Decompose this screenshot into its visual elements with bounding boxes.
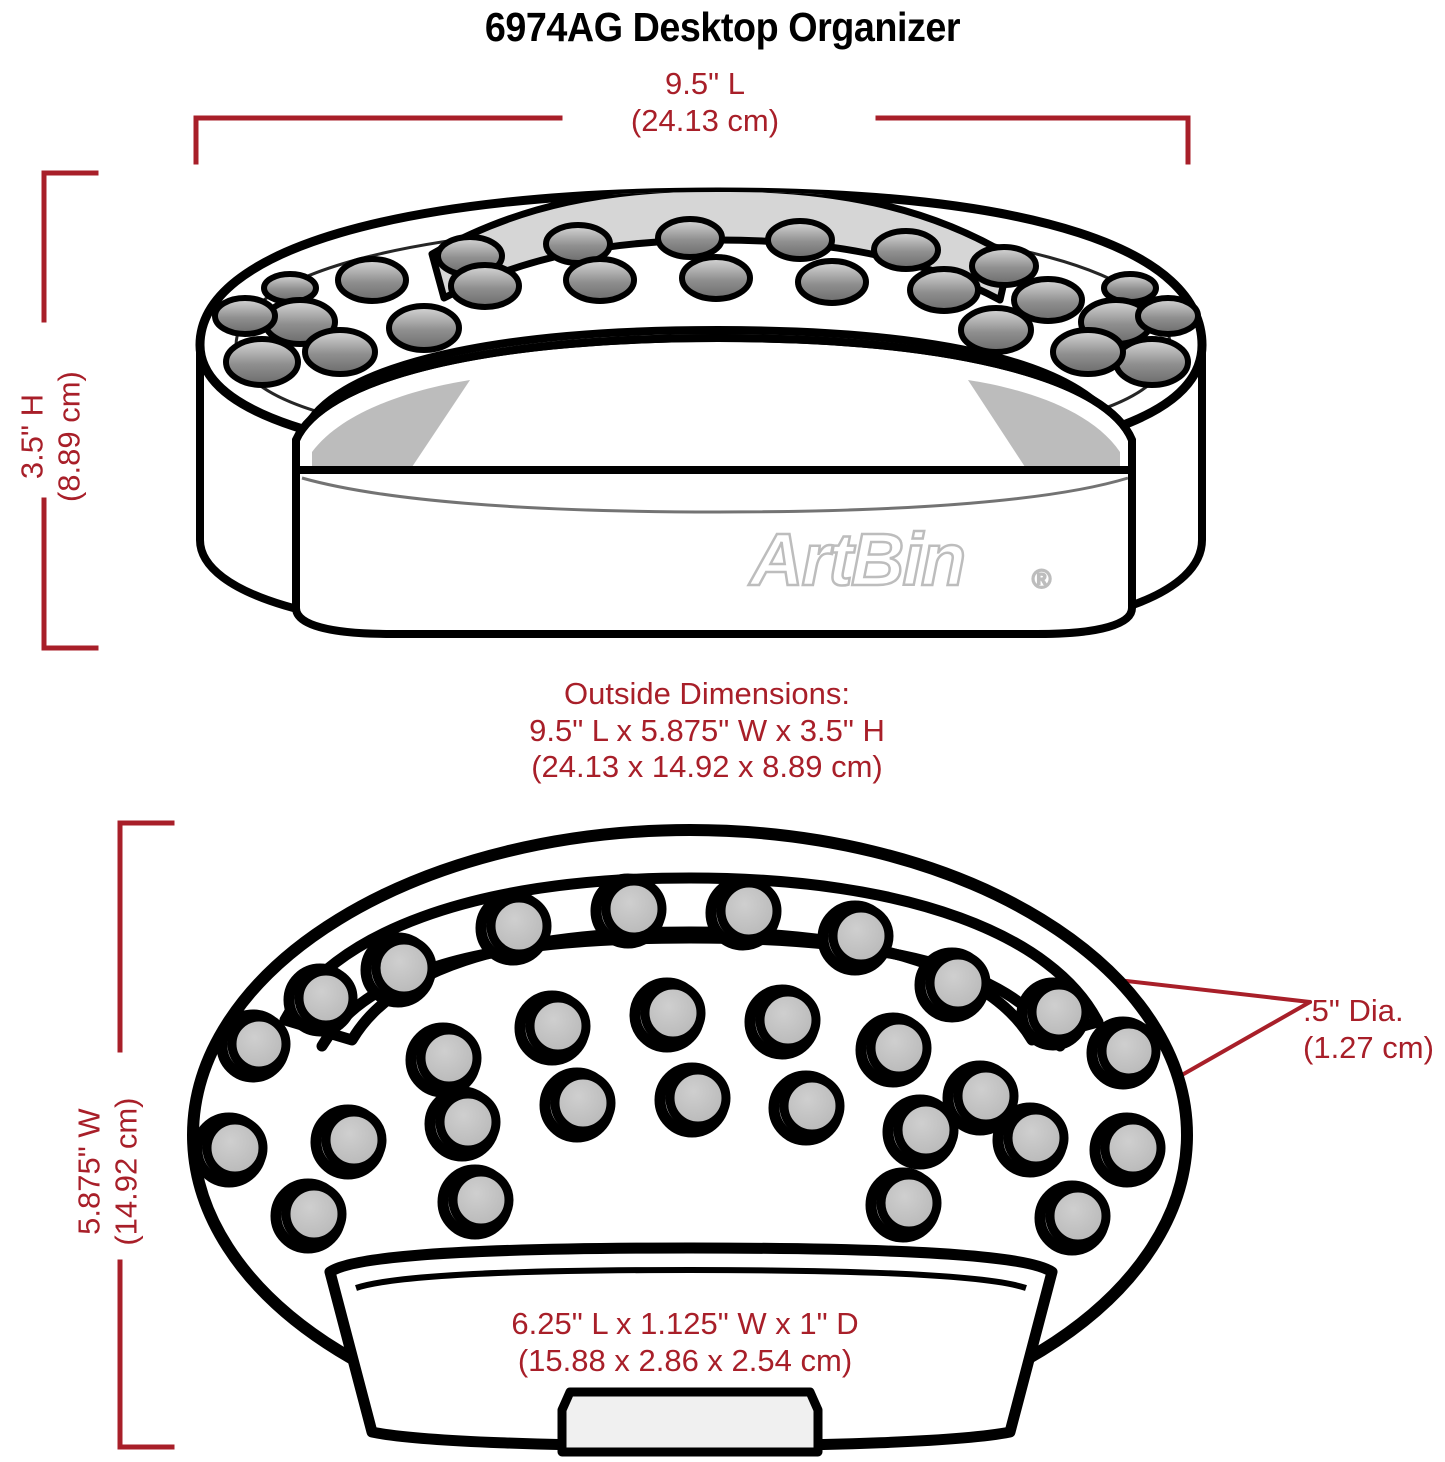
- hole: [1086, 1016, 1161, 1090]
- hole: [1135, 295, 1201, 337]
- hole: [914, 947, 991, 1023]
- hole: [212, 295, 278, 337]
- hole: [817, 900, 894, 976]
- handle-compartment-label: 6.25" L x 1.125" W x 1" D (15.88 x 2.86 …: [395, 1306, 975, 1379]
- hole: [310, 1104, 387, 1180]
- page-title: 6974AG Desktop Organizer: [484, 4, 961, 50]
- hole-diameter-label: .5" Dia. (1.27 cm): [1303, 993, 1434, 1066]
- hole: [270, 1178, 347, 1254]
- hole: [795, 258, 869, 306]
- hole: [435, 234, 505, 278]
- svg-text:ArtBin: ArtBin: [748, 518, 964, 601]
- artbin-logo: ArtBin ®: [747, 517, 1052, 603]
- perspective-holes-group: [212, 216, 1201, 388]
- hole: [629, 977, 706, 1053]
- hole: [216, 1009, 291, 1083]
- hole-diameter-leader-line-icon: [958, 960, 1312, 1114]
- hole: [223, 336, 301, 388]
- hole: [654, 1062, 731, 1138]
- svg-text:®: ®: [1032, 564, 1051, 594]
- hole: [969, 244, 1039, 288]
- hole: [386, 303, 462, 353]
- hole: [907, 266, 981, 314]
- top-view-holes-group: [191, 873, 1166, 1256]
- hole: [191, 1112, 268, 1188]
- hole: [1078, 297, 1154, 347]
- hole: [283, 963, 358, 1037]
- hole: [448, 262, 522, 310]
- outside-dimensions-imperial: 9.5" L x 5.875" W x 3.5" H: [529, 712, 885, 748]
- height-dimension-label: 3.5" H (8.89 cm): [14, 282, 87, 592]
- divider-band-perspective: [428, 192, 1014, 304]
- hole: [865, 1167, 942, 1243]
- hole: [475, 890, 552, 966]
- handle-arch-perspective: [292, 326, 1136, 638]
- hole: [1011, 276, 1085, 324]
- compartment-imperial: 6.25" L x 1.125" W x 1" D: [511, 1306, 859, 1341]
- outside-dimensions-label: Outside Dimensions: 9.5" L x 5.875" W x …: [392, 676, 1022, 786]
- hole: [539, 1067, 616, 1143]
- hole: [543, 222, 613, 266]
- hole: [942, 1060, 1019, 1136]
- height-metric: (8.89 cm): [51, 371, 86, 503]
- hole: [1034, 1180, 1111, 1256]
- width-metric: (14.92 cm): [108, 1097, 143, 1246]
- hole: [1101, 271, 1159, 305]
- compartment-metric: (15.88 x 2.86 x 2.54 cm): [517, 1342, 853, 1378]
- hole: [855, 1012, 932, 1088]
- hole: [424, 1086, 501, 1162]
- hole: [335, 256, 409, 304]
- hole: [744, 984, 821, 1060]
- hole: [1016, 977, 1091, 1051]
- hole: [437, 1164, 514, 1240]
- hole: [302, 327, 378, 377]
- width-dimension-label: 5.875" W (14.92 cm): [71, 1017, 144, 1327]
- hole: [405, 1022, 482, 1098]
- hole: [882, 1094, 959, 1170]
- hole-diameter-metric: (1.27 cm): [1303, 1029, 1434, 1065]
- hole: [590, 873, 667, 949]
- outside-dimensions-metric: (24.13 x 14.92 x 8.89 cm): [531, 749, 883, 785]
- hole: [360, 932, 437, 1008]
- organizer-body-perspective: [195, 187, 1207, 634]
- hole: [1050, 327, 1126, 377]
- hole: [679, 254, 753, 302]
- hole: [1113, 336, 1191, 388]
- hole: [871, 228, 941, 272]
- hole: [1089, 1112, 1166, 1188]
- hole: [514, 990, 591, 1066]
- outside-dimensions-heading: Outside Dimensions:: [563, 676, 850, 711]
- hole: [705, 875, 782, 951]
- hole-diameter-imperial: .5" Dia.: [1303, 993, 1404, 1028]
- hole: [655, 216, 725, 260]
- divider-band-top: [279, 872, 1104, 1052]
- hole: [765, 218, 835, 262]
- height-imperial: 3.5" H: [14, 394, 50, 480]
- length-dimension-label: 9.5" L (24.13 cm): [470, 66, 940, 139]
- hole: [262, 297, 338, 347]
- hole: [992, 1102, 1069, 1178]
- hole: [261, 271, 319, 305]
- hole: [768, 1070, 845, 1146]
- length-metric: (24.13 cm): [630, 102, 780, 138]
- length-imperial: 9.5" L: [665, 66, 745, 101]
- hole: [563, 256, 637, 304]
- width-imperial: 5.875" W: [71, 1108, 107, 1235]
- hole: [958, 305, 1034, 355]
